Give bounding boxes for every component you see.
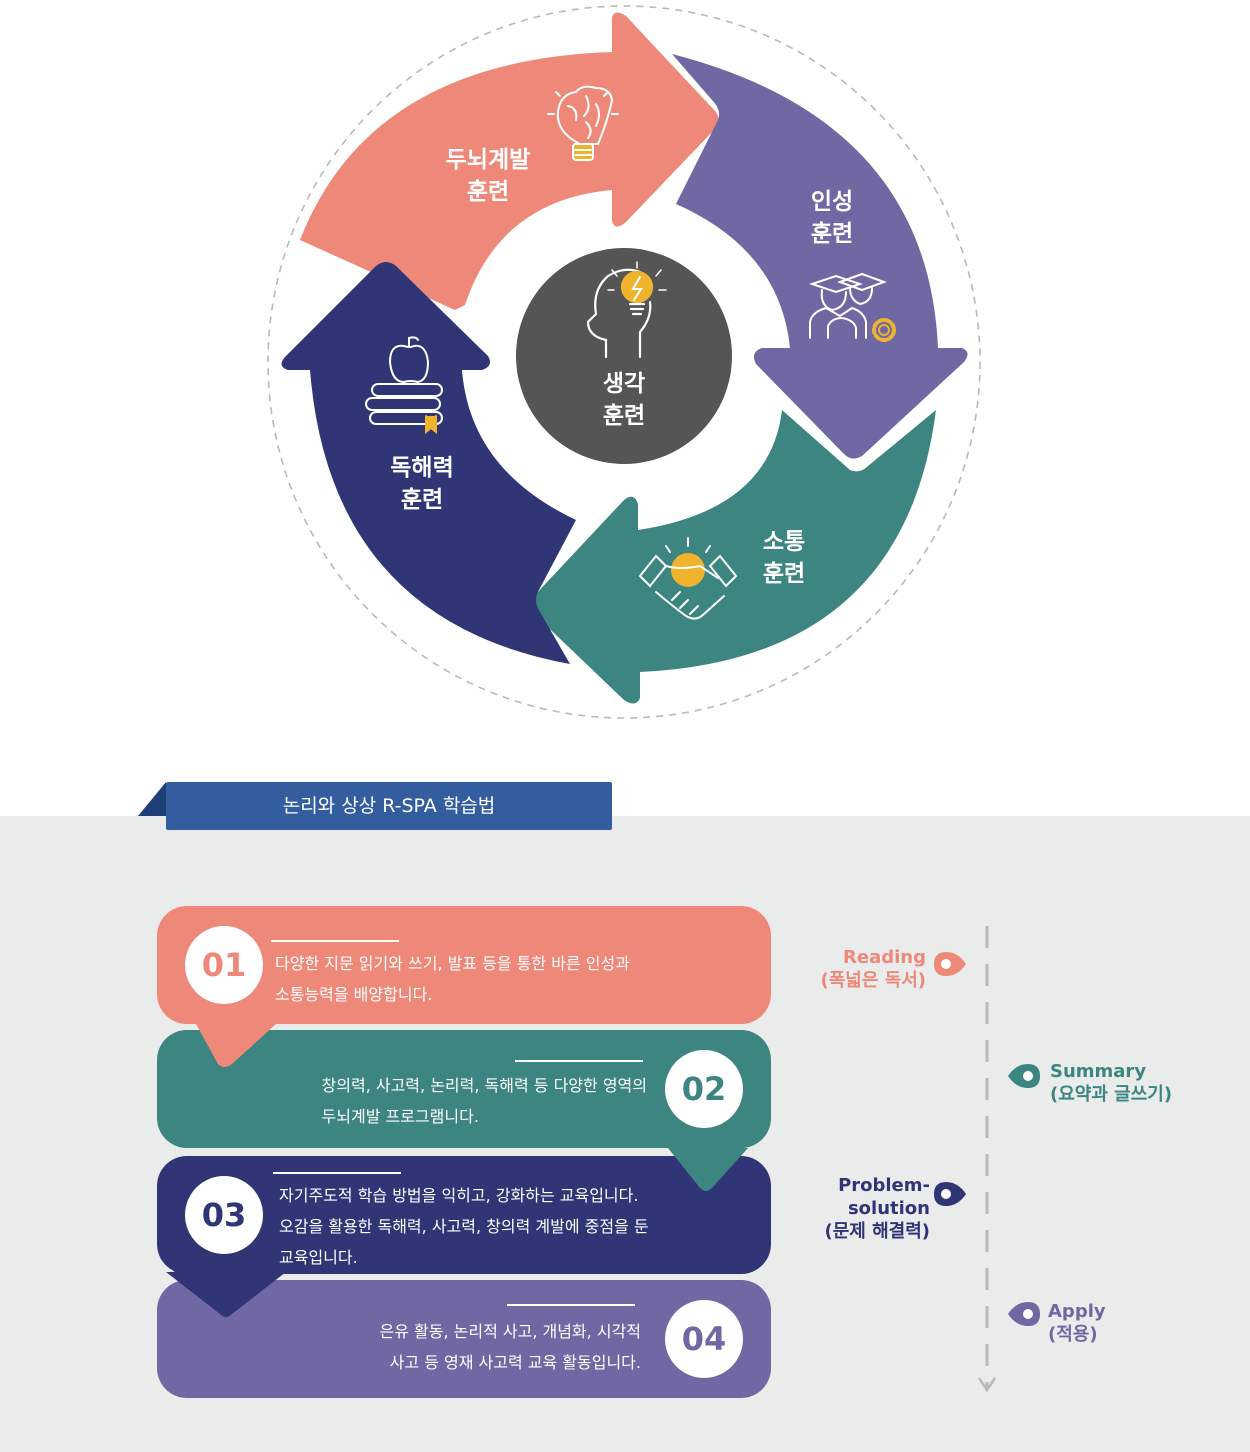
- step-text-line: 교육입니다.: [279, 1248, 358, 1267]
- segment-label-character: 인성 훈련: [762, 186, 902, 250]
- arrow-segment-reading: [281, 262, 576, 664]
- step-02-pointer-overlay: [668, 1148, 748, 1191]
- segment-label-line1: 인성: [810, 189, 854, 215]
- center-label-line2: 훈련: [602, 403, 646, 429]
- timeline-reading: Reading (폭넓은 독서): [820, 946, 926, 992]
- step-text-line: 자기주도적 학습 방법을 익히고, 강화하는 교육입니다.: [279, 1186, 639, 1205]
- step-number: 04: [665, 1300, 743, 1378]
- step-text-line: 창의력, 사고력, 논리력, 독해력 등 다양한 영역의: [321, 1076, 647, 1095]
- timeline-line: [977, 926, 997, 1393]
- timeline-problem-solution: Problem- solution (문제 해결력): [824, 1174, 930, 1243]
- step-text: 은유 활동, 논리적 사고, 개념화, 시각적 사고 등 영재 사고력 교육 활…: [380, 1316, 642, 1378]
- summary-pin-icon: [1008, 1064, 1040, 1088]
- step-text-line: 두뇌계발 프로그램니다.: [321, 1107, 479, 1126]
- reading-pin-icon: [934, 952, 966, 976]
- step-rule: [273, 1172, 401, 1174]
- step-text-line: 오감을 활용한 독해력, 사고력, 창의력 계발에 중점을 둔: [279, 1217, 649, 1236]
- step-number: 01: [185, 926, 263, 1004]
- timeline-subtitle: (요약과 글쓰기): [1050, 1084, 1173, 1105]
- cycle-diagram: [267, 5, 981, 719]
- step-rule: [271, 940, 399, 942]
- timeline-summary: Summary (요약과 글쓰기): [1050, 1060, 1172, 1106]
- banner-fold: [138, 782, 166, 816]
- segment-label-line1: 소통: [762, 529, 806, 555]
- step-number: 02: [665, 1050, 743, 1128]
- center-label-line1: 생각: [602, 371, 646, 397]
- step-02: 02 창의력, 사고력, 논리력, 독해력 등 다양한 영역의 두뇌계발 프로그…: [157, 1030, 771, 1148]
- segment-label-reading: 독해력 훈련: [352, 452, 492, 516]
- handshake-icon: [638, 537, 738, 620]
- arrow-segment-character: [672, 54, 968, 459]
- timeline-title: Problem-: [838, 1175, 930, 1196]
- graduates-gear-icon: [808, 272, 896, 342]
- dashed-outer-ring: [267, 5, 981, 719]
- segment-label-communication: 소통 훈련: [714, 526, 854, 590]
- timeline-title: Summary: [1050, 1061, 1147, 1082]
- timeline-subtitle: (적용): [1048, 1324, 1098, 1345]
- step-number: 03: [185, 1176, 263, 1254]
- step-text-line: 소통능력을 배양합니다.: [275, 985, 433, 1004]
- books-apple-icon: [365, 336, 443, 435]
- timeline-subtitle: (폭넓은 독서): [820, 970, 926, 991]
- timeline-title: Apply: [1048, 1301, 1106, 1322]
- timeline-apply: Apply (적용): [1048, 1300, 1106, 1346]
- step-text-line: 다양한 지문 읽기와 쓰기, 발표 등을 통한 바른 인성과: [275, 954, 630, 973]
- brain-bulb-icon: [547, 85, 619, 161]
- apply-pin-icon: [1008, 1302, 1040, 1326]
- step-text-line: 사고 등 영재 사고력 교육 활동입니다.: [389, 1353, 641, 1372]
- step-text: 자기주도적 학습 방법을 익히고, 강화하는 교육입니다. 오감을 활용한 독해…: [279, 1180, 649, 1273]
- segment-label-line2: 훈련: [466, 179, 510, 205]
- center-label: 생각 훈련: [554, 368, 694, 432]
- step-03: 03 자기주도적 학습 방법을 익히고, 강화하는 교육입니다. 오감을 활용한…: [157, 1156, 771, 1274]
- timeline-title: Reading: [843, 947, 926, 968]
- arrow-segment-brain: [300, 12, 719, 310]
- segment-label-line2: 훈련: [810, 221, 854, 247]
- problem-solution-pin-icon: [934, 1182, 966, 1206]
- timeline-subtitle: (문제 해결력): [824, 1221, 930, 1242]
- step-rule: [507, 1304, 635, 1306]
- step-01-pointer-overlay: [196, 1024, 276, 1067]
- section-banner: 논리와 상상 R-SPA 학습법: [166, 782, 612, 830]
- segment-label-line2: 훈련: [400, 487, 444, 513]
- head-lightbulb-icon: [586, 261, 667, 359]
- timeline-title: solution: [847, 1198, 930, 1219]
- step-text: 다양한 지문 읽기와 쓰기, 발표 등을 통한 바른 인성과 소통능력을 배양합…: [275, 948, 630, 1010]
- step-rule: [515, 1060, 643, 1062]
- step-text-line: 은유 활동, 논리적 사고, 개념화, 시각적: [379, 1322, 642, 1341]
- segment-label-brain: 두뇌계발 훈련: [418, 144, 558, 208]
- segment-label-line1: 독해력: [390, 455, 454, 481]
- arrow-segment-communication: [529, 410, 936, 704]
- step-text: 창의력, 사고력, 논리력, 독해력 등 다양한 영역의 두뇌계발 프로그램니다…: [322, 1070, 647, 1132]
- center-circle: [516, 248, 732, 464]
- segment-label-line1: 두뇌계발: [445, 147, 531, 173]
- step-04: 04 은유 활동, 논리적 사고, 개념화, 시각적 사고 등 영재 사고력 교…: [157, 1280, 771, 1398]
- step-01: 01 다양한 지문 읽기와 쓰기, 발표 등을 통한 바른 인성과 소통능력을 …: [157, 906, 771, 1024]
- step-03-pointer-overlay: [166, 1272, 286, 1317]
- segment-label-line2: 훈련: [762, 561, 806, 587]
